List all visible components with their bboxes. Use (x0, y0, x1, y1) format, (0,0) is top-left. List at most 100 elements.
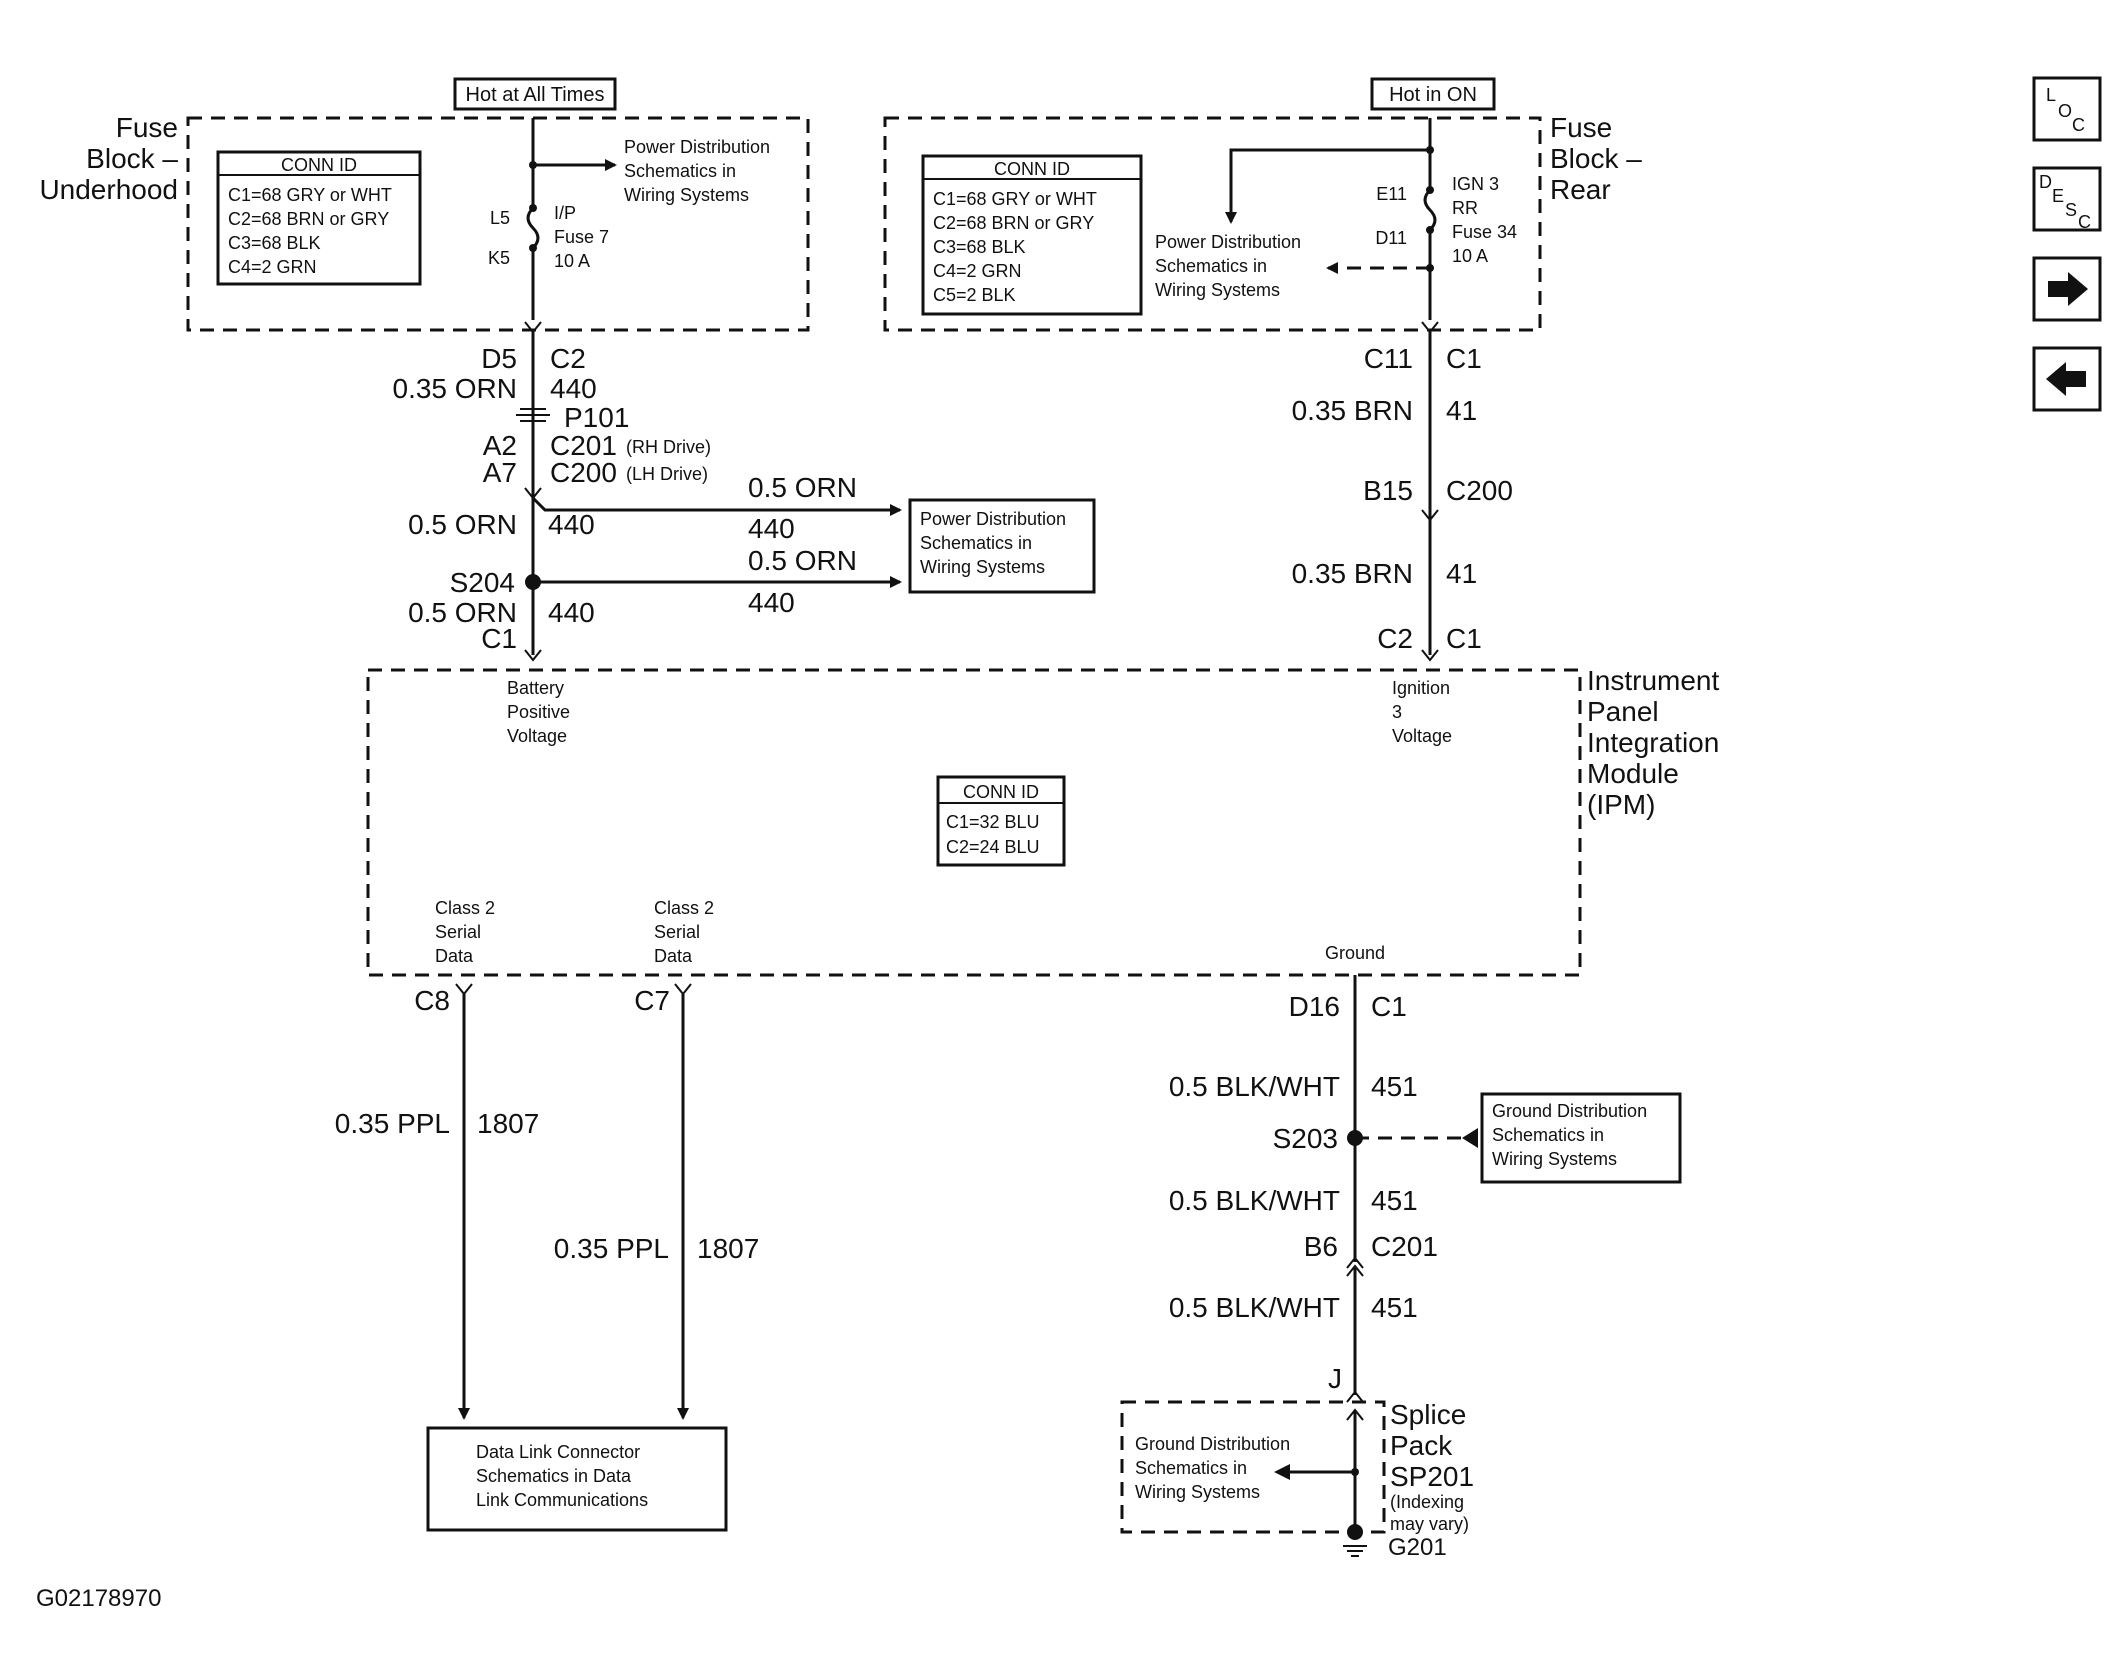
class2-serial-data-b: Class 2 (654, 898, 714, 918)
fuse-block-underhood-title-2: Block – (86, 143, 178, 174)
circuit-number: 41 (1446, 558, 1477, 589)
loc-letter: C (2072, 115, 2085, 135)
arrow-left-icon (2046, 362, 2086, 396)
fuse-block-underhood: Hot at All Times Fuse Block – Underhood … (39, 77, 810, 332)
splice-note: may vary) (1390, 1514, 1469, 1534)
fuse-block-rear-title-1: Fuse (1550, 112, 1612, 143)
circuit-number: 451 (1371, 1292, 1418, 1323)
conn-id-row: C2=68 BRN or GRY (228, 209, 389, 229)
p101-label: P101 (564, 402, 629, 433)
circuit-number: 440 (550, 373, 597, 404)
fuse-block-underhood-title-3: Underhood (39, 174, 178, 205)
wire-0.35-orn: 0.35 ORN (393, 373, 518, 404)
conn-id-row: C4=2 GRN (933, 261, 1022, 281)
next-page-button[interactable] (2032, 256, 2102, 322)
battery-positive-voltage: Battery (507, 678, 564, 698)
prev-page-button[interactable] (2032, 346, 2102, 412)
fuse34-label: RR (1452, 198, 1478, 218)
wire-0.5-blk-wht: 0.5 BLK/WHT (1169, 1071, 1340, 1102)
splice-s203: S203 (1273, 1123, 1338, 1154)
class2-serial-data-b: Data (654, 946, 693, 966)
pds-box-text: Wiring Systems (920, 557, 1045, 577)
pds-note: Schematics in (624, 161, 736, 181)
conn-c7: C7 (634, 985, 670, 1016)
conn-c8: C8 (414, 985, 450, 1016)
splice-pack-title: SP201 (1390, 1461, 1474, 1492)
arrow-right-icon (2048, 272, 2088, 306)
ignition-3-voltage: Ignition (1392, 678, 1450, 698)
dlc-box-text: Link Communications (476, 1490, 648, 1510)
splice-pack-title: Splice (1390, 1399, 1466, 1430)
pin-k5: K5 (488, 248, 510, 268)
pin-l5: L5 (490, 208, 510, 228)
fuse7-label: I/P (554, 203, 576, 223)
conn-id-row: C3=68 BLK (228, 233, 321, 253)
conn-id-row: C4=2 GRN (228, 257, 317, 277)
pds-box-text: Schematics in (920, 533, 1032, 553)
conn-c200: C200 (550, 457, 617, 488)
fuse7-label: 10 A (554, 251, 590, 271)
lh-drive-note: (LH Drive) (626, 464, 708, 484)
ipm-title: Module (1587, 758, 1679, 789)
ipm-title: Panel (1587, 696, 1659, 727)
pin-e11: E11 (1376, 184, 1407, 204)
figure-id: G02178970 (36, 1585, 161, 1612)
conn-c1: C1 (1371, 991, 1407, 1022)
circuit-number: 440 (548, 597, 595, 628)
circuit-number: 1807 (477, 1108, 539, 1139)
pin-d11: D11 (1375, 228, 1407, 248)
splice-note: (Indexing (1390, 1492, 1464, 1512)
fuse34-label: 10 A (1452, 246, 1488, 266)
desc-button[interactable]: D E S C (2032, 166, 2102, 232)
fuse-block-rear: Hot in ON Fuse Block – Rear CONN ID C1=6… (883, 77, 1642, 332)
branch2-circuit: 440 (748, 587, 795, 618)
ground-g201: G201 (1388, 1534, 1447, 1561)
branch2-wire: 0.5 ORN (748, 545, 857, 576)
class2-serial-data-a: Serial (435, 922, 481, 942)
loc-letter: O (2058, 101, 2072, 121)
circuit-number: 451 (1371, 1185, 1418, 1216)
pds-note: Wiring Systems (624, 185, 749, 205)
fuse7-label: Fuse 7 (554, 227, 609, 247)
circuit-number: 451 (1371, 1071, 1418, 1102)
pin-a2: A2 (483, 430, 517, 461)
conn-c201: C201 (550, 430, 617, 461)
battery-positive-voltage: Positive (507, 702, 570, 722)
gds-inner-text: Wiring Systems (1135, 1482, 1260, 1502)
pin-b6: B6 (1304, 1231, 1338, 1262)
gds-box-text: Ground Distribution (1492, 1101, 1647, 1121)
wire-0.5-orn: 0.5 ORN (408, 597, 517, 628)
battery-positive-voltage: Voltage (507, 726, 567, 746)
wire-0.5-blk-wht: 0.5 BLK/WHT (1169, 1292, 1340, 1323)
desc-letter: S (2065, 200, 2077, 220)
conn-id-row: C2=24 BLU (946, 837, 1040, 857)
wire-0.35-ppl: 0.35 PPL (554, 1233, 669, 1264)
desc-letter: D (2039, 172, 2052, 192)
class2-serial-data-b: Serial (654, 922, 700, 942)
loc-button[interactable]: L O C (2032, 76, 2102, 142)
ipm-title: Integration (1587, 727, 1719, 758)
pds-note: Wiring Systems (1155, 280, 1280, 300)
dlc-box-text: Data Link Connector (476, 1442, 640, 1462)
gds-inner-text: Ground Distribution (1135, 1434, 1290, 1454)
desc-letter: E (2052, 186, 2064, 206)
ground-label: Ground (1325, 943, 1385, 963)
conn-c1: C1 (481, 623, 517, 654)
fuse-block-underhood-title-1: Fuse (116, 112, 178, 143)
hot-at-all-times-label: Hot at All Times (466, 84, 605, 106)
pin-c11: C11 (1364, 343, 1413, 374)
wire-0.5-blk-wht: 0.5 BLK/WHT (1169, 1185, 1340, 1216)
conn-id-row: C1=32 BLU (946, 812, 1040, 832)
dlc-box-text: Schematics in Data (476, 1466, 632, 1486)
fuse-block-rear-title-3: Rear (1550, 174, 1611, 205)
wire-0.35-brn: 0.35 BRN (1292, 395, 1413, 426)
loc-letter: L (2046, 85, 2056, 105)
conn-id-row: C3=68 BLK (933, 237, 1026, 257)
conn-id-row: C2=68 BRN or GRY (933, 213, 1094, 233)
pin-a7: A7 (483, 457, 517, 488)
gds-box-text: Wiring Systems (1492, 1149, 1617, 1169)
ignition-3-voltage: 3 (1392, 702, 1402, 722)
pds-box-text: Power Distribution (920, 509, 1066, 529)
circuit-41: C11 C1 0.35 BRN 41 B15 C200 0.35 BRN 41 … (1292, 321, 1513, 662)
conn-c201: C201 (1371, 1231, 1438, 1262)
